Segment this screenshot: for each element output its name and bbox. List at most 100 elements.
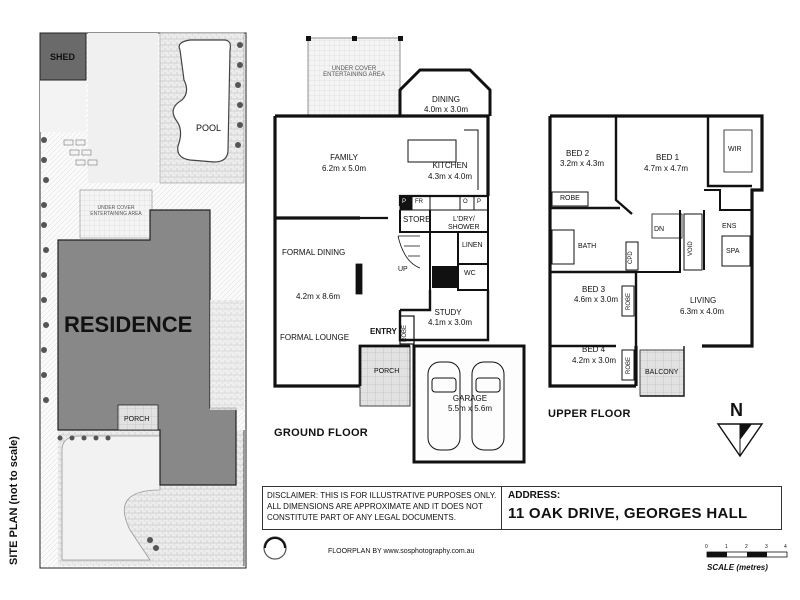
void-rail xyxy=(683,213,703,271)
living-label: LIVING xyxy=(690,296,717,305)
uf-stair xyxy=(651,213,683,239)
dining-label: DINING xyxy=(432,95,460,104)
gf-entertaining-label: UNDER COVER ENTERTAINING AREA xyxy=(323,66,385,78)
study-label: STUDY xyxy=(434,308,462,317)
tree-row xyxy=(41,42,243,551)
formal-dining-label: FORMAL DINING xyxy=(282,248,346,257)
balcony-label: BALCONY xyxy=(645,369,679,376)
pantry-row xyxy=(399,195,489,211)
site-pool-label: POOL xyxy=(196,123,222,133)
gf-porch xyxy=(359,345,411,407)
gf-outer-walls xyxy=(273,114,490,388)
address-box: ADDRESS: 11 OAK DRIVE, GEORGES HALL xyxy=(502,486,782,530)
kitchen-label: KITCHEN xyxy=(432,161,468,170)
balcony-rail xyxy=(640,346,685,397)
bed1-label: BED 1 xyxy=(656,153,680,162)
living-size: 6.3m x 4.0m xyxy=(680,307,725,316)
bed4-label: BED 4 xyxy=(582,345,606,354)
formal-lounge-label: FORMAL LOUNGE xyxy=(280,333,350,342)
robe-bed4-label: ROBE xyxy=(626,356,632,374)
ens-label: ENS xyxy=(722,223,737,230)
uf-core-walls xyxy=(636,189,752,273)
scale-tick-0: 0 xyxy=(705,544,708,550)
garage-size: 5.5m x 5.6m xyxy=(447,404,493,413)
robe-bed3-label: ROBE xyxy=(626,292,632,310)
gf-entertaining-area xyxy=(307,37,401,117)
side-path xyxy=(88,33,158,183)
scale-tick-4: 4 xyxy=(784,544,787,550)
disclaimer-box: DISCLAIMER: THIS IS FOR ILLUSTRATIVE PUR… xyxy=(262,486,502,530)
entry-robe-label: ROBE xyxy=(402,324,408,342)
address-label: ADDRESS: xyxy=(508,490,561,501)
site-plan xyxy=(39,32,247,569)
site-porch xyxy=(117,404,159,431)
void-label: VOID xyxy=(688,241,694,256)
bed1-size: 4.7m x 4.7m xyxy=(644,164,689,173)
oven-label: O xyxy=(463,199,468,205)
wir-label: WIR xyxy=(728,146,742,153)
scale-tick-2: 2 xyxy=(745,544,748,550)
bed3-size: 4.6m x 3.0m xyxy=(574,295,619,304)
uf-outer-walls xyxy=(548,114,764,388)
scale-tick-1: 1 xyxy=(725,544,728,550)
uf-inner-walls xyxy=(550,116,752,348)
scale-bar xyxy=(706,551,788,558)
family-size: 6.2m x 5.0m xyxy=(321,164,367,173)
front-lawn xyxy=(61,435,161,561)
robe-bed2-label: ROBE xyxy=(560,195,580,202)
porch-walls xyxy=(358,344,410,386)
stair-up-label: UP xyxy=(398,266,408,273)
stair-dn-label: DN xyxy=(654,226,665,233)
bed2-label: BED 2 xyxy=(566,149,590,158)
side-lawn xyxy=(40,80,86,132)
site-entertaining-label: UNDER COVER ENTERTAINING AREA xyxy=(90,205,142,217)
cpd-box xyxy=(625,241,639,271)
dining-table xyxy=(355,263,363,295)
spa-tub xyxy=(721,235,751,267)
cpd-label: CPD xyxy=(628,251,634,264)
pool-outline xyxy=(172,39,231,163)
bed2-size: 3.2m x 4.3m xyxy=(560,159,605,168)
gf-stairs xyxy=(397,235,421,269)
gf-entertaining-posts xyxy=(306,36,403,41)
kitchen-island xyxy=(407,139,457,163)
ground-floor-title: GROUND FLOOR xyxy=(274,427,369,439)
robe-bed3 xyxy=(621,285,635,317)
entry-robe xyxy=(399,315,415,345)
gf-wet-walls xyxy=(399,196,489,340)
address-value: 11 OAK DRIVE, GEORGES HALL xyxy=(508,505,748,522)
robe-bed2 xyxy=(551,191,589,207)
upper-floor-title: UPPER FLOOR xyxy=(548,408,631,420)
north-arrow xyxy=(716,423,764,458)
north-label: N xyxy=(730,400,743,420)
site-shed-label: SHED xyxy=(50,52,76,62)
garage-cars xyxy=(427,361,505,451)
disclaimer-text: DISCLAIMER: THIS IS FOR ILLUSTRATIVE PUR… xyxy=(267,491,497,522)
bath-label: BATH xyxy=(578,243,597,250)
photographer-logo xyxy=(263,536,287,560)
laundry-label: L'DRY/ xyxy=(453,216,475,223)
dining-bay-wall xyxy=(398,68,492,116)
pantry-p2-label: P xyxy=(477,199,482,205)
bed4-size: 4.2m x 3.0m xyxy=(572,356,617,365)
pantry-p1-label: P xyxy=(402,199,407,205)
bed3-label: BED 3 xyxy=(582,285,606,294)
gf-porch-label: PORCH xyxy=(374,368,400,375)
store-label: STORE xyxy=(403,215,431,224)
spa-label: SPA xyxy=(726,248,740,255)
scale-tick-3: 3 xyxy=(765,544,768,550)
study-size: 4.1m x 3.0m xyxy=(427,318,473,327)
shower-label: SHOWER xyxy=(448,224,480,231)
kitchen-size: 4.3m x 4.0m xyxy=(427,172,473,181)
site-plan-caption: SITE PLAN (not to scale) xyxy=(8,436,20,565)
kitchen-bench xyxy=(464,129,479,190)
site-entertaining-area xyxy=(79,189,153,239)
ground-floor-plan xyxy=(273,36,526,464)
bath-tub xyxy=(551,229,575,265)
shed-block xyxy=(39,32,87,81)
dining-size: 4.0m x 3.0m xyxy=(423,105,469,114)
side-paving xyxy=(210,300,244,410)
linen-label: LINEN xyxy=(462,242,483,249)
